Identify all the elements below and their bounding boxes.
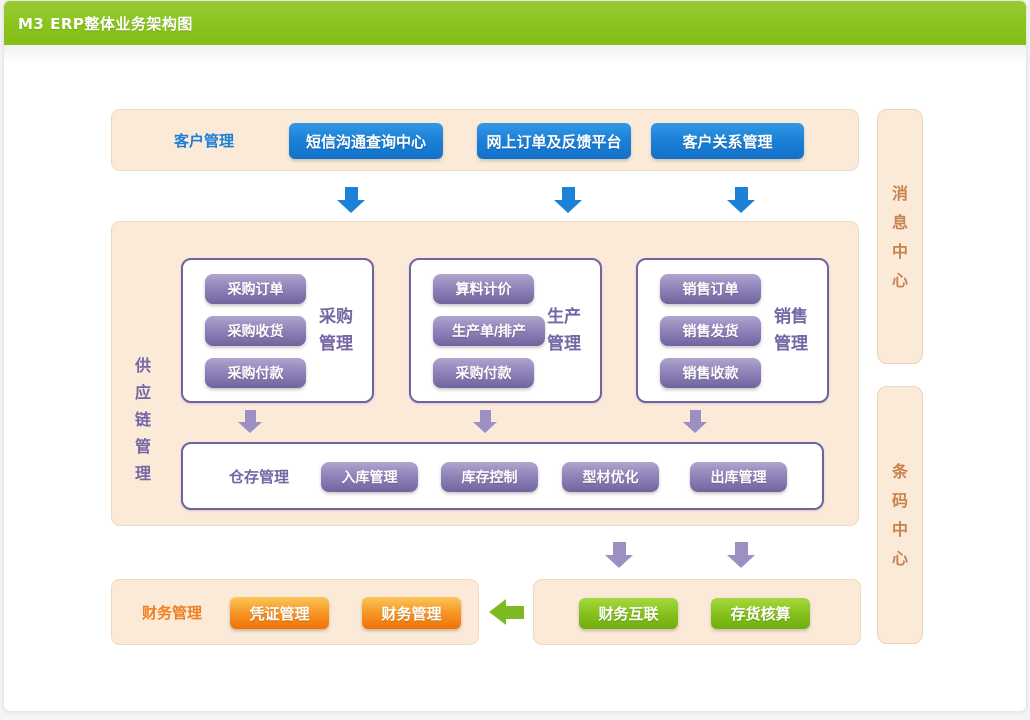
production-management-group: 算料计价 生产单/排产 采购付款 生产管理: [409, 258, 602, 403]
sales-management-title: 销售管理: [774, 306, 808, 354]
purchase-management-group: 采购订单 采购收货 采购付款 采购管理: [181, 258, 374, 403]
finance-management-label: 财务管理: [142, 603, 203, 622]
warehouse-management-label: 仓存管理: [229, 467, 290, 486]
sales-delivery-button[interactable]: 销售发货: [660, 316, 761, 346]
diagram-canvas: 客户管理 短信沟通查询中心 网上订单及反馈平台 客户关系管理 供应链管理 采购订…: [4, 1, 1026, 711]
app-window: M3 ERP整体业务架构图 客户管理 短信沟通查询中心 网上订单及反馈平台 客户…: [3, 0, 1027, 712]
flow-arrow-down-icon: [473, 410, 497, 433]
inventory-control-button[interactable]: 库存控制: [441, 462, 538, 492]
profile-optimization-button[interactable]: 型材优化: [562, 462, 659, 492]
finance-interconnect-section: 财务互联 存货核算: [533, 579, 861, 645]
title-bar: M3 ERP整体业务架构图: [4, 1, 1026, 45]
purchase-payment-button[interactable]: 采购付款: [205, 358, 306, 388]
sales-order-button[interactable]: 销售订单: [660, 274, 761, 304]
flow-arrow-down-icon: [727, 542, 755, 568]
sms-communication-center-button[interactable]: 短信沟通查询中心: [289, 123, 443, 159]
barcode-center-label: 条码中心: [891, 462, 908, 568]
inventory-accounting-button[interactable]: 存货核算: [711, 598, 810, 629]
voucher-management-button[interactable]: 凭证管理: [230, 597, 329, 629]
purchase-receipt-button[interactable]: 采购收货: [205, 316, 306, 346]
finance-management-section: 财务管理 凭证管理 财务管理: [111, 579, 479, 645]
barcode-center-panel: 条码中心: [877, 386, 923, 644]
sales-management-group: 销售订单 销售发货 销售收款 销售管理: [636, 258, 829, 403]
flow-arrow-down-icon: [238, 410, 262, 433]
customer-management-section: 客户管理 短信沟通查询中心 网上订单及反馈平台 客户关系管理: [111, 109, 859, 171]
production-management-title: 生产管理: [547, 306, 581, 354]
customer-management-label: 客户管理: [174, 131, 235, 150]
supply-chain-label: 供应链管理: [134, 356, 151, 483]
flow-arrow-left-icon: [489, 599, 524, 625]
finance-interlink-button[interactable]: 财务互联: [579, 598, 678, 629]
flow-arrow-down-icon: [727, 187, 755, 213]
purchase-payment-button[interactable]: 采购付款: [433, 358, 534, 388]
flow-arrow-down-icon: [605, 542, 633, 568]
purchase-management-title: 采购管理: [319, 306, 353, 354]
supply-chain-section: 供应链管理 采购订单 采购收货 采购付款 采购管理 算料计价 生产单/排产 采购…: [111, 221, 859, 526]
production-order-scheduling-button[interactable]: 生产单/排产: [433, 316, 545, 346]
titlebar-shadow: [4, 45, 1026, 63]
purchase-order-button[interactable]: 采购订单: [205, 274, 306, 304]
flow-arrow-down-icon: [683, 410, 707, 433]
online-order-feedback-button[interactable]: 网上订单及反馈平台: [477, 123, 631, 159]
material-pricing-button[interactable]: 算料计价: [433, 274, 534, 304]
message-center-label: 消息中心: [891, 183, 908, 290]
flow-arrow-down-icon: [554, 187, 582, 213]
finance-management-button[interactable]: 财务管理: [362, 597, 461, 629]
page-title: M3 ERP整体业务架构图: [18, 14, 193, 33]
inbound-management-button[interactable]: 入库管理: [321, 462, 418, 492]
warehouse-management-group: 仓存管理 入库管理 库存控制 型材优化 出库管理: [181, 442, 824, 510]
message-center-panel: 消息中心: [877, 109, 923, 364]
sales-collection-button[interactable]: 销售收款: [660, 358, 761, 388]
flow-arrow-down-icon: [337, 187, 365, 213]
crm-button[interactable]: 客户关系管理: [651, 123, 804, 159]
outbound-management-button[interactable]: 出库管理: [690, 462, 787, 492]
